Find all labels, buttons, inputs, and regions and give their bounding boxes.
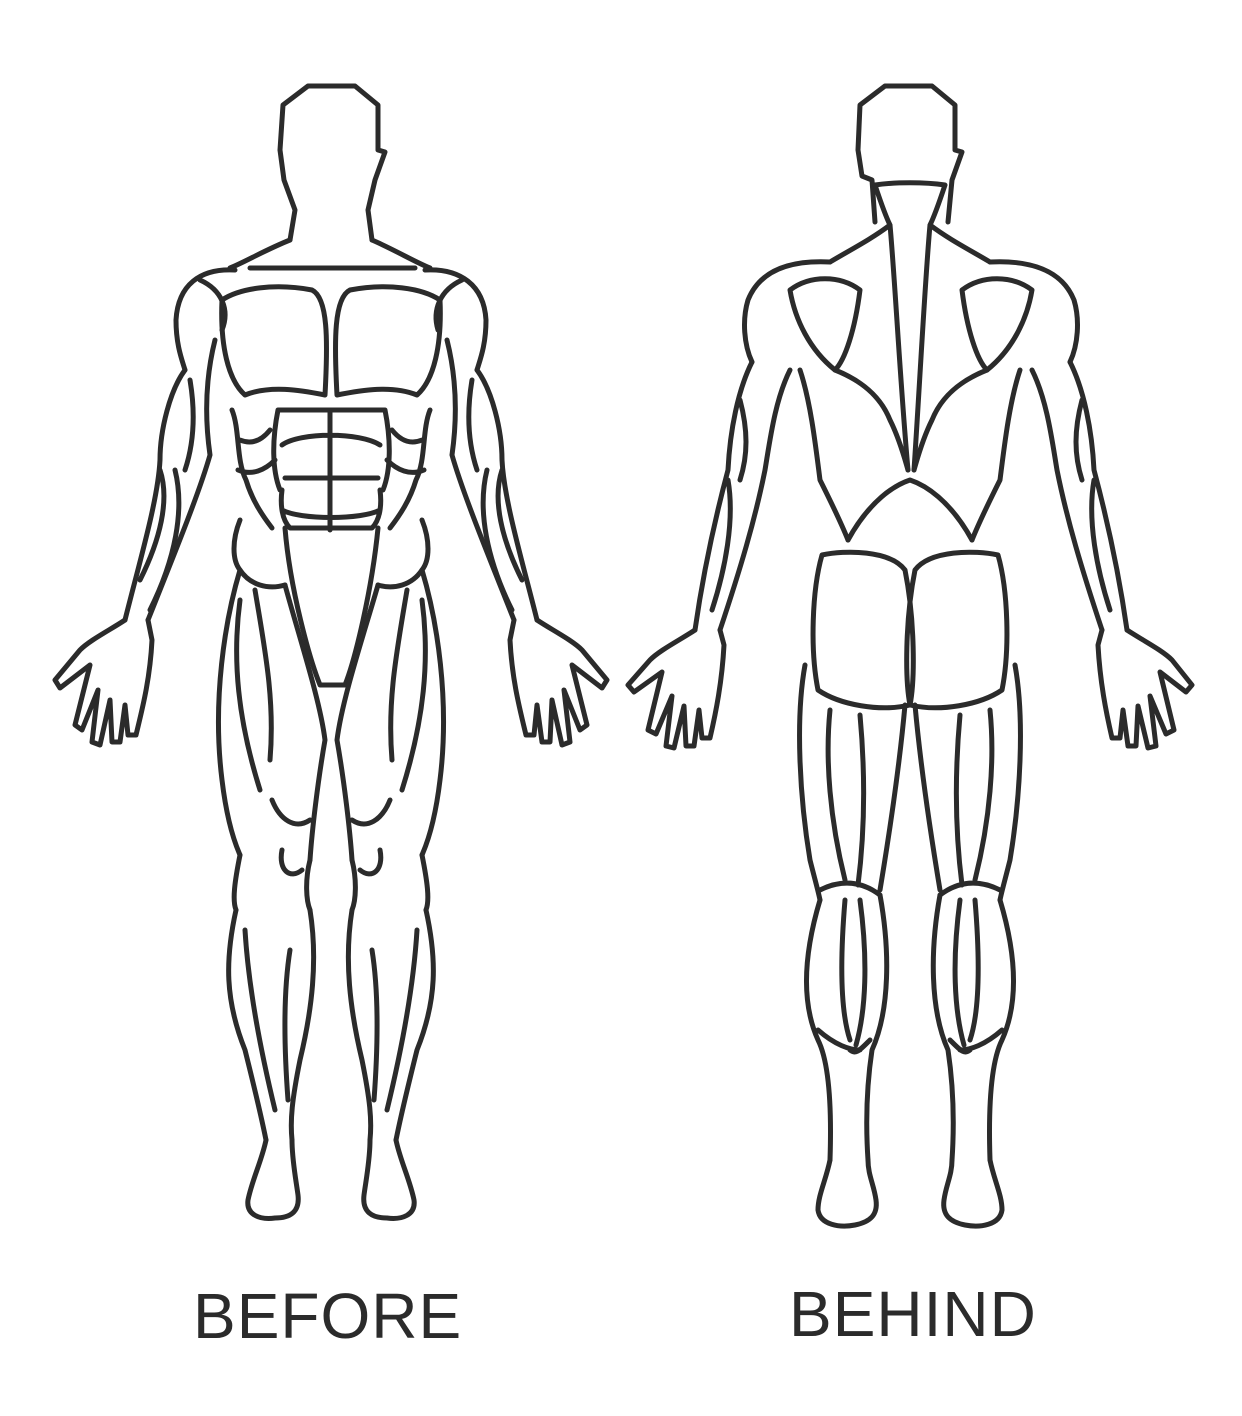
back-right-deltoid <box>959 259 1080 373</box>
front-right-hand <box>507 617 610 748</box>
front-left-foot <box>245 1137 301 1221</box>
back-view-label: BEHIND <box>789 1278 1037 1350</box>
back-left-foot <box>815 1157 879 1229</box>
back-left-hand <box>625 627 727 751</box>
back-right-hamstring <box>912 662 1023 903</box>
back-right-lat <box>911 367 1023 543</box>
front-right-foot <box>361 1137 417 1221</box>
back-right-calf <box>930 892 1017 1163</box>
back-head <box>855 83 965 225</box>
back-left-deltoid <box>742 259 863 373</box>
front-abs <box>271 407 392 533</box>
back-right-arm <box>1029 359 1130 633</box>
back-right-foot <box>941 1157 1005 1229</box>
back-right-glute <box>904 549 1010 711</box>
front-body-figure <box>52 83 610 1221</box>
front-left-thigh <box>216 567 328 863</box>
front-right-pectoral <box>332 284 443 398</box>
back-body-figure <box>625 83 1195 1229</box>
front-left-knee <box>231 847 313 913</box>
back-left-arm <box>692 359 793 633</box>
front-left-hand <box>52 617 155 748</box>
front-right-forearm <box>480 467 525 613</box>
back-left-glute <box>810 549 916 711</box>
front-right-thigh <box>334 567 446 863</box>
back-lower-back <box>845 477 975 543</box>
back-trapezius <box>827 180 993 473</box>
back-right-hand <box>1095 627 1195 751</box>
front-right-hip <box>375 517 431 590</box>
back-left-lat <box>797 367 911 543</box>
front-right-shin <box>345 907 436 1143</box>
front-trapezius <box>227 237 433 271</box>
back-left-calf <box>803 892 890 1163</box>
front-right-knee <box>349 847 431 913</box>
front-view-label: BEFORE <box>193 1280 463 1352</box>
front-left-pectoral <box>219 284 330 398</box>
back-left-hamstring <box>797 662 908 903</box>
front-left-shin <box>226 907 317 1143</box>
front-left-obliques <box>229 407 278 531</box>
front-left-hip <box>231 517 288 590</box>
front-head <box>277 83 388 243</box>
front-right-obliques <box>384 407 433 531</box>
front-lower-abdomen <box>282 525 381 688</box>
front-left-forearm <box>137 467 182 613</box>
